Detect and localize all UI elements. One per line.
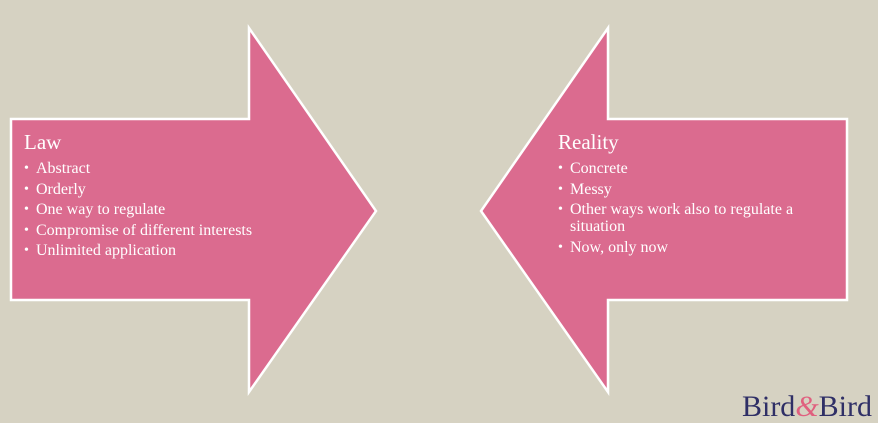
- reality-list: Concrete Messy Other ways work also to r…: [558, 160, 840, 256]
- reality-title: Reality: [558, 130, 619, 154]
- law-item: Compromise of different interests: [24, 222, 324, 239]
- reality-item: Other ways work also to regulate a situa…: [558, 201, 840, 235]
- slide: Law Abstract Orderly One way to regulate…: [0, 0, 878, 412]
- law-item: Orderly: [24, 181, 324, 198]
- logo-text-2: Bird: [818, 390, 872, 423]
- law-item: One way to regulate: [24, 201, 324, 218]
- logo-ampersand: &: [795, 390, 819, 423]
- law-item: Unlimited application: [24, 242, 324, 259]
- bird-and-bird-logo: Bird&Bird: [742, 392, 872, 422]
- law-item: Abstract: [24, 160, 324, 177]
- reality-item: Concrete: [558, 160, 840, 177]
- law-title: Law: [24, 130, 62, 154]
- law-arrow: Law Abstract Orderly One way to regulate…: [24, 130, 324, 263]
- reality-item: Messy: [558, 181, 840, 198]
- reality-item: Now, only now: [558, 239, 840, 256]
- reality-arrow: Reality Concrete Messy Other ways work a…: [558, 130, 840, 259]
- law-list: Abstract Orderly One way to regulate Com…: [24, 160, 324, 259]
- logo-text-1: Bird: [741, 390, 796, 423]
